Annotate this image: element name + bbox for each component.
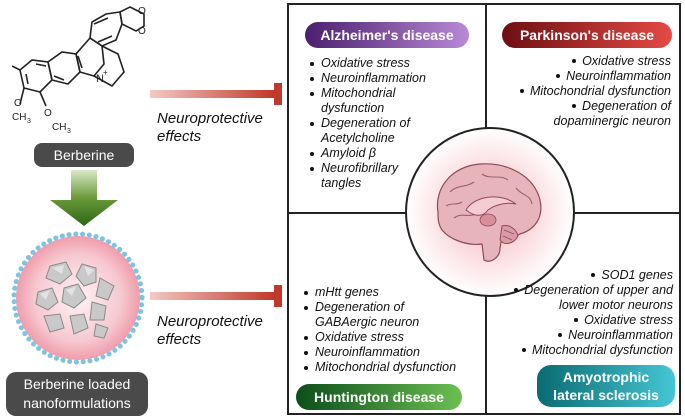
neuroprotective-effects-top: Neuroprotective effects bbox=[157, 110, 263, 146]
effect-bottom-line2: effects bbox=[157, 331, 202, 348]
red-arrow-top bbox=[150, 83, 282, 105]
disease-panel-frame bbox=[287, 3, 681, 415]
huntington-list: mHtt genes Degeneration of GABAergic neu… bbox=[302, 285, 462, 375]
methoxy-ch-1: CH bbox=[12, 112, 26, 123]
list-item: Oxidative stress bbox=[302, 330, 462, 345]
list-item: Degeneration of GABAergic neuron bbox=[302, 300, 445, 330]
als-title-line1: Amyotrophic bbox=[562, 369, 650, 385]
list-item: Neurofibrillary tangles bbox=[308, 161, 433, 191]
list-item: Mitochondrial dysfunction bbox=[308, 86, 433, 116]
nitrogen-label: N bbox=[96, 73, 104, 85]
list-item: Degeneration of upper and bbox=[487, 283, 673, 298]
divider-vertical-bottom bbox=[485, 230, 487, 415]
als-title-line2: lateral sclerosis bbox=[553, 387, 659, 403]
nano-label-line2: nanoformulations bbox=[23, 395, 131, 411]
nano-label-line1: Berberine loaded bbox=[23, 376, 131, 392]
green-down-arrow bbox=[50, 170, 118, 226]
methoxy-sub-1: 3 bbox=[27, 118, 31, 125]
list-item: Oxidative stress bbox=[488, 54, 671, 69]
parkinsons-list: Oxidative stress Neuroinflammation Mitoc… bbox=[488, 54, 671, 129]
effect-top-line1: Neuroprotective bbox=[157, 110, 263, 127]
list-item: Neuroinflammation bbox=[487, 328, 673, 343]
effect-top-line2: effects bbox=[157, 128, 202, 145]
methoxy-ch-2: CH bbox=[52, 122, 66, 133]
list-item-continuation: dopaminergic neuron bbox=[553, 114, 671, 128]
effect-bottom-line1: Neuroprotective bbox=[157, 313, 263, 330]
methoxy-o-2: O bbox=[44, 108, 52, 119]
als-title: Amyotrophic lateral sclerosis bbox=[537, 365, 675, 407]
list-item: mHtt genes bbox=[302, 285, 462, 300]
methoxy-sub-2: 3 bbox=[67, 128, 71, 134]
alzheimers-list: Oxidative stress Neuroinflammation Mitoc… bbox=[308, 56, 433, 191]
berberine-label: Berberine bbox=[34, 143, 134, 167]
list-item: Neuroinflammation bbox=[302, 345, 462, 360]
oxygen-label-2: O bbox=[138, 26, 146, 37]
parkinsons-title: Parkinson's disease bbox=[502, 22, 672, 48]
list-item: Mitochondrial dysfunction bbox=[488, 84, 671, 99]
list-item: Amyloid β bbox=[308, 146, 433, 161]
list-item: Degeneration of bbox=[488, 99, 671, 114]
berberine-structure: N + O O O CH 3 O CH 3 bbox=[12, 6, 146, 134]
neuroprotective-effects-bottom: Neuroprotective effects bbox=[157, 313, 263, 349]
plus-label: + bbox=[103, 68, 108, 77]
brain-icon bbox=[436, 163, 542, 262]
list-item: Oxidative stress bbox=[308, 56, 433, 71]
als-list: SOD1 genes Degeneration of upper and low… bbox=[487, 268, 673, 358]
divider-vertical-top bbox=[485, 3, 487, 203]
list-item: Oxidative stress bbox=[487, 313, 673, 328]
list-item: Degeneration of Acetylcholine bbox=[308, 116, 433, 146]
list-item: Mitochondrial dysfunction bbox=[302, 360, 462, 375]
alzheimers-title: Alzheimer's disease bbox=[305, 22, 469, 48]
list-item-continuation: lower motor neurons bbox=[559, 298, 673, 312]
list-item: Mitochondrial dysfunction bbox=[487, 343, 673, 358]
oxygen-label-1: O bbox=[138, 6, 146, 17]
nanoformulation-label: Berberine loaded nanoformulations bbox=[6, 372, 148, 416]
list-item: SOD1 genes bbox=[487, 268, 673, 283]
list-item: Neuroinflammation bbox=[308, 71, 433, 86]
brain-circle bbox=[405, 127, 575, 297]
methoxy-o-1: O bbox=[14, 98, 22, 109]
huntington-title: Huntington disease bbox=[296, 384, 462, 410]
nanoformulation-sphere bbox=[11, 231, 145, 365]
list-item: Neuroinflammation bbox=[488, 69, 671, 84]
red-arrow-bottom bbox=[150, 285, 282, 307]
